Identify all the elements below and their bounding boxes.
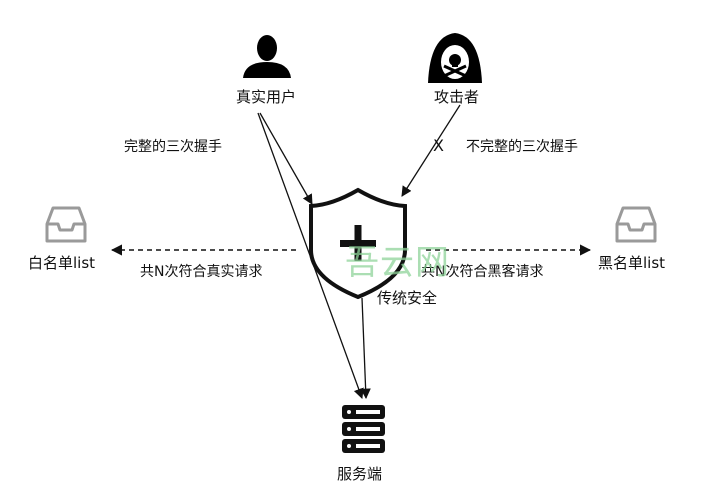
incomplete-handshake-label: 不完整的三次握手 — [466, 139, 578, 155]
attacker-label: 攻击者 — [434, 88, 480, 106]
blacklist-label: 黑名单list — [598, 254, 666, 272]
traditional-security-label: 传统安全 — [377, 289, 438, 307]
real-requests-label: 共N次符合真实请求 — [140, 264, 263, 280]
shield-plus-icon — [309, 187, 407, 300]
edge-attacker-to-shield — [401, 104, 461, 197]
whitelist-label: 白名单list — [28, 254, 96, 272]
hacker-icon — [428, 33, 482, 83]
server-icon — [342, 405, 385, 453]
inbox-icon — [615, 206, 657, 243]
complete-handshake-label: 完整的三次握手 — [124, 139, 222, 155]
blocked-x-mark: X — [433, 136, 444, 155]
real-user-label: 真实用户 — [236, 88, 297, 106]
server-label: 服务端 — [337, 465, 383, 483]
watermark-text: 吾云网 — [345, 243, 450, 283]
inbox-icon — [45, 206, 87, 243]
user-icon — [243, 35, 291, 78]
edge-user-to-shield — [259, 112, 313, 205]
hacker-requests-label: 共N次符合黑客请求 — [421, 264, 544, 280]
edge-shield-to-server — [360, 297, 371, 400]
